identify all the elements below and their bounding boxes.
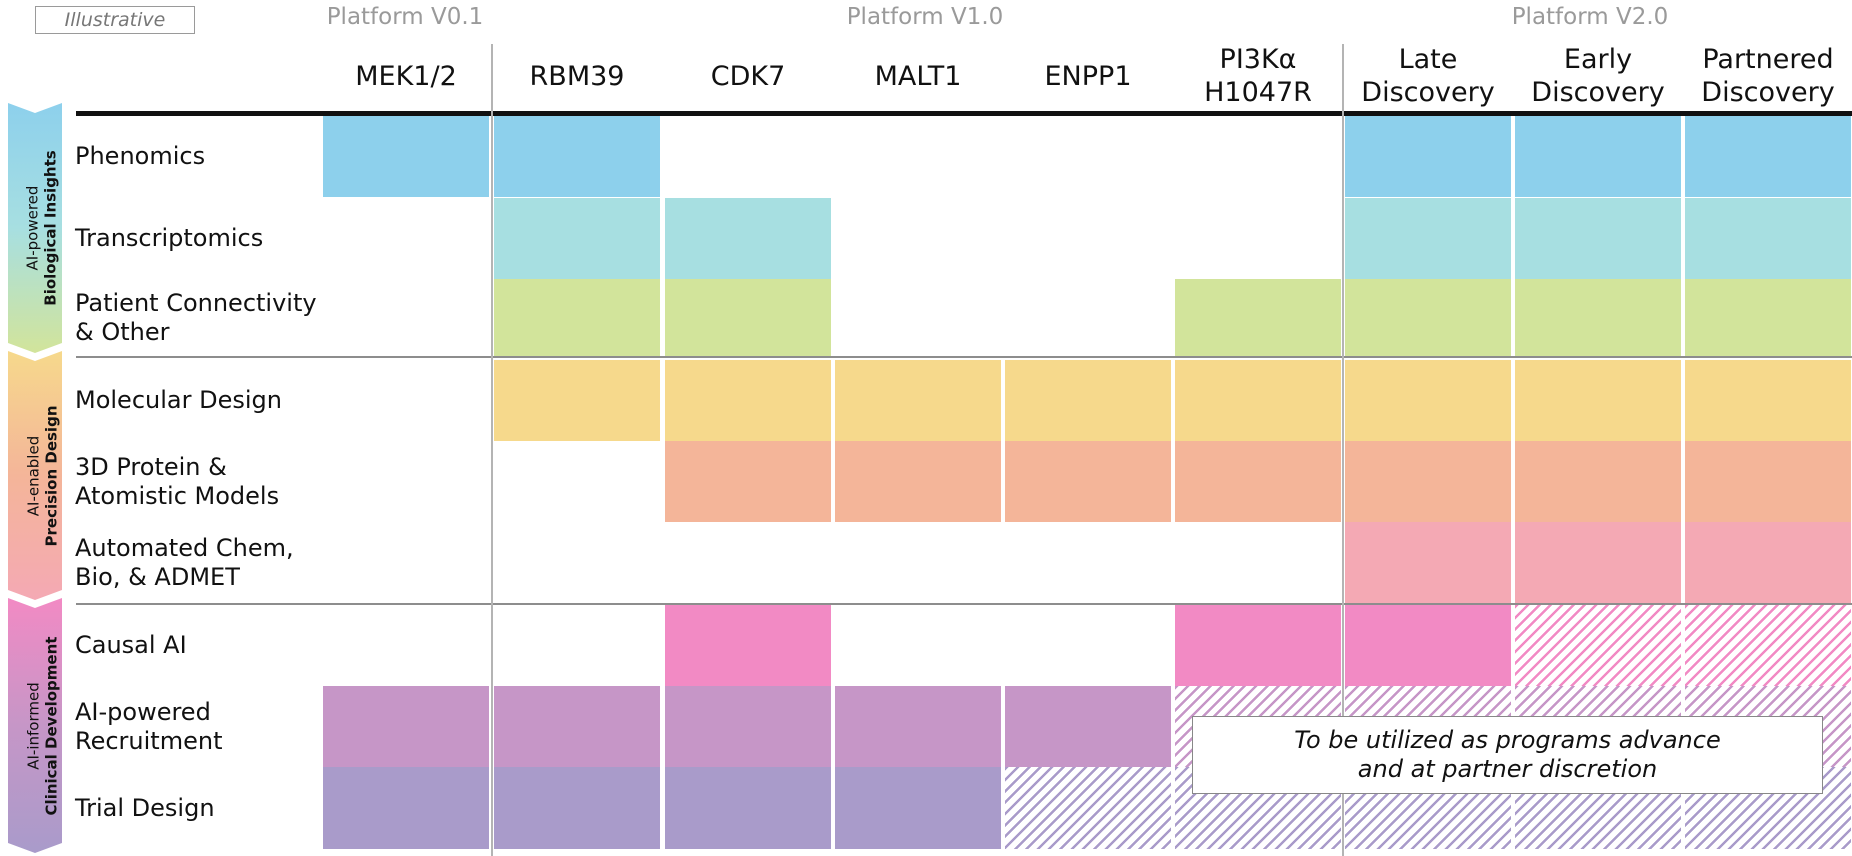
band-divider-2 (76, 603, 1852, 605)
cell-late-row-0 (1345, 116, 1511, 197)
cell-rbm-row-3 (494, 360, 660, 441)
cell-mek-row-0 (323, 116, 489, 197)
cell-late-row-3 (1345, 360, 1511, 441)
pending-utilization-note: To be utilized as programs advance and a… (1192, 716, 1823, 794)
cell-malt-row-7 (835, 686, 1001, 767)
row-label-8: Trial Design (75, 793, 215, 822)
cell-enpp-row-8-planned (1005, 767, 1171, 849)
column-header-malt: MALT1 (874, 60, 962, 92)
band-divider-1 (76, 356, 1852, 358)
column-header-cdk: CDK7 (710, 60, 786, 92)
cell-late-row-2 (1345, 279, 1511, 356)
illustrative-badge: Illustrative (35, 6, 195, 34)
cell-partner-row-6-planned (1685, 605, 1851, 686)
cell-partner-row-0 (1685, 116, 1851, 197)
band-precision-design-shape (8, 351, 62, 600)
cell-malt-row-4 (835, 441, 1001, 522)
cell-malt-row-3 (835, 360, 1001, 441)
column-header-enpp: ENPP1 (1044, 60, 1132, 92)
cell-early-row-5 (1515, 522, 1681, 603)
cell-rbm-row-8 (494, 767, 660, 849)
cell-late-row-4 (1345, 441, 1511, 522)
cell-mek-row-8 (323, 767, 489, 849)
cell-early-row-2 (1515, 279, 1681, 356)
cell-early-row-1 (1515, 198, 1681, 279)
platform-v2-0-label: Platform V2.0 (1511, 4, 1669, 30)
row-label-2: Patient Connectivity& Other (75, 288, 317, 346)
cell-cdk-row-7 (665, 686, 831, 767)
cell-cdk-row-2 (665, 279, 831, 356)
band-biological-insights-shape (8, 103, 62, 353)
platform-v1-0-label: Platform V1.0 (846, 4, 1004, 30)
cell-enpp-row-3 (1005, 360, 1171, 441)
header-rule (76, 111, 1852, 116)
cell-partner-row-2 (1685, 279, 1851, 356)
cell-cdk-row-8 (665, 767, 831, 849)
row-label-4: 3D Protein &Atomistic Models (75, 452, 280, 510)
row-label-3: Molecular Design (75, 386, 282, 414)
cell-enpp-row-4 (1005, 441, 1171, 522)
cell-cdk-row-4 (665, 441, 831, 522)
cell-cdk-row-6 (665, 605, 831, 686)
cell-pi3k-row-6 (1175, 605, 1341, 686)
band-clinical-development-shape (8, 598, 62, 853)
cell-late-row-5 (1345, 522, 1511, 603)
cell-pi3k-row-4 (1175, 441, 1341, 522)
row-label-5: Automated Chem,Bio, & ADMET (75, 533, 294, 591)
cell-early-row-3 (1515, 360, 1681, 441)
cell-rbm-row-1 (494, 198, 660, 279)
platform-divider-2 (1342, 44, 1344, 856)
cell-partner-row-1 (1685, 198, 1851, 279)
cell-cdk-row-3 (665, 360, 831, 441)
cell-late-row-6 (1345, 605, 1511, 686)
column-header-mek: MEK1/2 (355, 60, 457, 92)
cell-pi3k-row-2 (1175, 279, 1341, 356)
cell-early-row-4 (1515, 441, 1681, 522)
cell-rbm-row-0 (494, 116, 660, 197)
cell-partner-row-3 (1685, 360, 1851, 441)
cell-partner-row-5 (1685, 522, 1851, 603)
cell-pi3k-row-3 (1175, 360, 1341, 441)
column-header-rbm: RBM39 (529, 60, 625, 92)
cell-partner-row-4 (1685, 441, 1851, 522)
row-label-6: Causal AI (75, 631, 187, 659)
cell-late-row-1 (1345, 198, 1511, 279)
cell-cdk-row-1 (665, 198, 831, 279)
row-label-1: Transcriptomics (75, 224, 264, 252)
capability-banner (8, 103, 62, 853)
platform-divider-1 (491, 44, 493, 856)
cell-early-row-6-planned (1515, 605, 1681, 686)
row-label-0: Phenomics (75, 142, 206, 170)
cell-early-row-0 (1515, 116, 1681, 197)
cell-enpp-row-7 (1005, 686, 1171, 767)
cell-malt-row-8 (835, 767, 1001, 849)
platform-v0-1-label: Platform V0.1 (326, 4, 484, 30)
cell-mek-row-7 (323, 686, 489, 767)
cell-rbm-row-7 (494, 686, 660, 767)
cell-rbm-row-2 (494, 279, 660, 356)
